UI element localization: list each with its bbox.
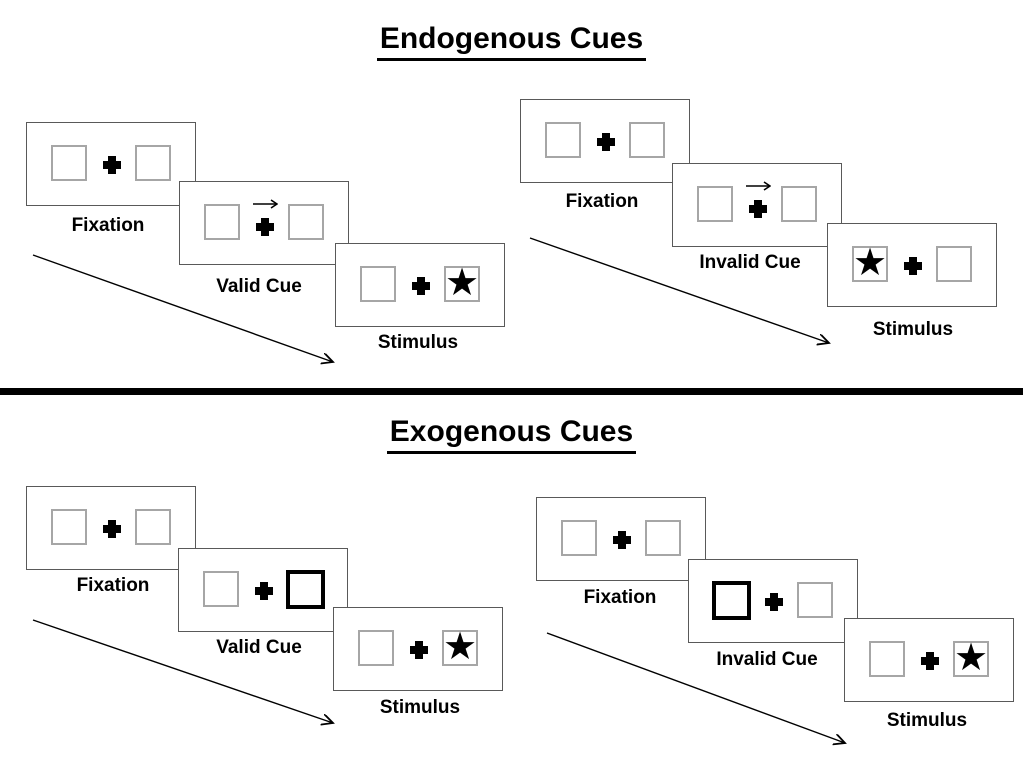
panel-label-fixation: Fixation: [71, 215, 145, 236]
panel-label-stimulus: Stimulus: [379, 697, 461, 718]
left-peripheral-box: [358, 630, 394, 666]
timeline-arrow: [32, 619, 348, 735]
left-peripheral-box-with-star: ★: [852, 242, 888, 284]
right-peripheral-box-with-star: ★: [442, 626, 478, 668]
left-peripheral-box: [204, 204, 240, 240]
endogenous-invalid-cue-panel: [672, 163, 842, 247]
timeline-arrow: [32, 254, 348, 375]
left-peripheral-box: [869, 641, 905, 677]
fixation-cross-icon: [103, 520, 121, 538]
cue-arrow-right-icon: [746, 181, 771, 191]
exogenous-valid-stimulus-panel: ★: [333, 607, 503, 691]
fixation-cross-icon: [256, 218, 274, 236]
star-stimulus-icon: ★: [852, 242, 888, 284]
right-peripheral-box: [288, 204, 324, 240]
fixation-cross-icon: [613, 531, 631, 549]
right-peripheral-box-cued: [286, 570, 325, 609]
fixation-cross-icon: [410, 641, 428, 659]
exogenous-valid-cue-panel: [178, 548, 348, 632]
panel-label-valid-cue: Valid Cue: [216, 637, 302, 658]
panel-label-valid-cue: Valid Cue: [216, 276, 302, 297]
panel-label-invalid-cue: Invalid Cue: [699, 252, 801, 273]
timeline-arrow: [529, 237, 845, 355]
left-peripheral-box: [360, 266, 396, 302]
right-peripheral-box: [135, 509, 171, 545]
panel-label-stimulus: Stimulus: [872, 319, 954, 340]
fixation-cross-icon: [904, 257, 922, 275]
left-peripheral-box: [697, 186, 733, 222]
right-peripheral-box: [135, 145, 171, 181]
panel-label-fixation: Fixation: [583, 587, 657, 608]
fixation-cross-icon: [765, 593, 783, 611]
exogenous-invalid-stimulus-panel: ★: [844, 618, 1014, 702]
star-stimulus-icon: ★: [442, 626, 478, 668]
endogenous-title-text: Endogenous Cues: [376, 22, 647, 61]
exogenous-invalid-fixation-panel: [536, 497, 706, 581]
right-peripheral-box: [645, 520, 681, 556]
cue-arrow-right-icon: [253, 199, 278, 209]
right-peripheral-box: [797, 582, 833, 618]
section-divider: [0, 388, 1023, 395]
timeline-arrow: [546, 632, 862, 756]
left-peripheral-box: [545, 122, 581, 158]
panel-label-fixation: Fixation: [76, 575, 150, 596]
star-stimulus-icon: ★: [444, 262, 480, 304]
fixation-cross-icon: [921, 652, 939, 670]
fixation-cross-icon: [597, 133, 615, 151]
endogenous-valid-stimulus-panel: ★: [335, 243, 505, 327]
panel-label-fixation: Fixation: [565, 191, 639, 212]
left-peripheral-box: [561, 520, 597, 556]
right-peripheral-box: [629, 122, 665, 158]
panel-label-stimulus: Stimulus: [377, 332, 459, 353]
exogenous-valid-fixation-panel: [26, 486, 196, 570]
exogenous-section-title: Exogenous Cues: [0, 415, 1023, 454]
endogenous-invalid-fixation-panel: [520, 99, 690, 183]
left-peripheral-box: [203, 571, 239, 607]
endogenous-valid-fixation-panel: [26, 122, 196, 206]
left-peripheral-box: [51, 145, 87, 181]
left-peripheral-box-cued: [712, 581, 751, 620]
fixation-cross-icon: [255, 582, 273, 600]
star-stimulus-icon: ★: [953, 637, 989, 679]
exogenous-invalid-cue-panel: [688, 559, 858, 643]
fixation-cross-icon: [412, 277, 430, 295]
endogenous-invalid-stimulus-panel: ★: [827, 223, 997, 307]
left-peripheral-box: [51, 509, 87, 545]
endogenous-valid-cue-panel: [179, 181, 349, 265]
exogenous-title-text: Exogenous Cues: [386, 415, 637, 454]
fixation-cross-icon: [749, 200, 767, 218]
endogenous-section-title: Endogenous Cues: [0, 22, 1023, 61]
panel-label-stimulus: Stimulus: [886, 710, 968, 731]
panel-label-invalid-cue: Invalid Cue: [716, 649, 818, 670]
right-peripheral-box: [936, 246, 972, 282]
fixation-cross-icon: [103, 156, 121, 174]
right-peripheral-box-with-star: ★: [444, 262, 480, 304]
right-peripheral-box-with-star: ★: [953, 637, 989, 679]
right-peripheral-box: [781, 186, 817, 222]
